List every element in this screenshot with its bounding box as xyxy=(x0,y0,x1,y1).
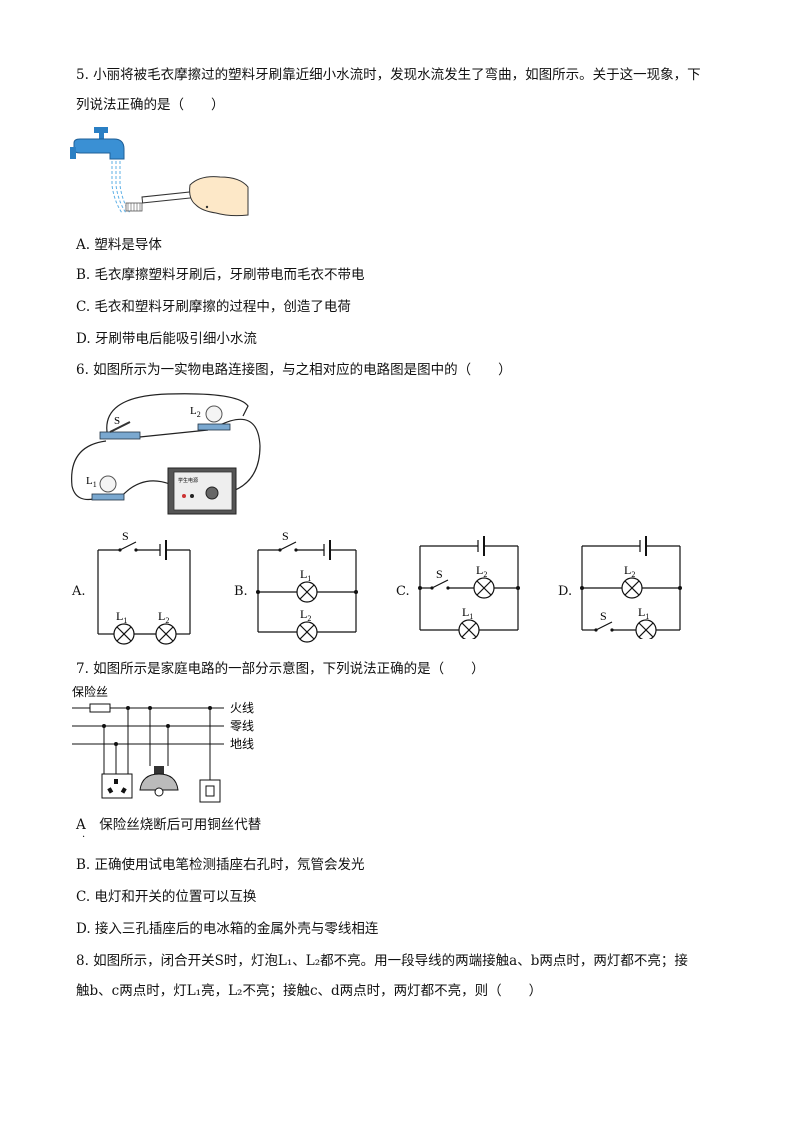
hand-icon xyxy=(189,176,249,217)
q5-option-b[interactable]: B. 毛衣摩擦塑料牙刷后，牙刷带电而毛衣不带电 xyxy=(76,267,365,283)
lamp-l2-icon xyxy=(197,405,231,431)
ground-label: 地线 xyxy=(230,737,254,751)
q5-option-d[interactable]: D. 牙刷带电后能吸引细小水流 xyxy=(76,331,257,347)
photo-label-l2: L2 xyxy=(190,405,201,419)
q5-option-a[interactable]: A. 塑料是导体 xyxy=(76,237,162,253)
q7-option-b[interactable]: B. 正确使用试电笔检测插座右孔时，氖管会发光 xyxy=(76,857,365,873)
photo-label-l1: L1 xyxy=(86,475,97,489)
q6-option-a-circuit[interactable]: S L1 L2 xyxy=(90,530,200,645)
q6-option-a-letter[interactable]: A. xyxy=(72,584,86,599)
live-label: 火线 xyxy=(230,701,254,715)
q7-stem: 7. 如图所示是家庭电路的一部分示意图，下列说法正确的是（ ） xyxy=(76,661,485,677)
svg-text:L2: L2 xyxy=(476,563,487,579)
q7-option-a[interactable]: A 保险丝烧断后可用铜丝代替 xyxy=(76,817,262,833)
photo-label-device: 学生电源 xyxy=(178,477,198,484)
faucet-icon xyxy=(70,127,125,160)
svg-text:L2: L2 xyxy=(158,609,169,625)
q6-option-b-circuit[interactable]: S L1 L2 xyxy=(250,530,365,645)
q7-option-c[interactable]: C. 电灯和开关的位置可以互换 xyxy=(76,889,257,905)
q6-physical-circuit-photo: S L2 L1 学生电源 xyxy=(71,393,261,515)
q5-figure-faucet-toothbrush xyxy=(70,127,249,217)
svg-text:S: S xyxy=(282,530,289,543)
svg-text:L1: L1 xyxy=(300,567,311,583)
svg-text:L1: L1 xyxy=(462,605,473,621)
q6-option-c-circuit[interactable]: S L2 L1 xyxy=(412,534,527,639)
power-supply-icon xyxy=(167,467,237,515)
stray-dot: · xyxy=(82,832,86,843)
q8-stem-line1: 8. 如图所示，闭合开关S时，灯泡L₁、L₂都不亮。用一段导线的两端接触a、b两… xyxy=(76,953,688,969)
q6-option-d-circuit[interactable]: S L2 L1 xyxy=(574,534,689,639)
fuse-label: 保险丝 xyxy=(72,684,108,699)
neutral-label: 零线 xyxy=(230,719,254,733)
svg-text:L1: L1 xyxy=(638,605,649,621)
q5-stem-line1: 5. 小丽将被毛衣摩擦过的塑料牙刷靠近细小水流时，发现水流发生了弯曲，如图所示。… xyxy=(76,67,701,83)
svg-text:L2: L2 xyxy=(300,607,311,623)
q6-stem: 6. 如图所示为一实物电路连接图，与之相对应的电路图是图中的（ ） xyxy=(76,362,512,378)
lamp-l1-icon xyxy=(91,475,125,501)
fuse-icon xyxy=(89,703,111,713)
switch-icon xyxy=(99,421,141,440)
switch-s-icon xyxy=(119,541,137,551)
q6-option-c-letter[interactable]: C. xyxy=(396,584,410,599)
q8-stem-line2: 触b、c两点时，灯L₁亮，L₂不亮；接触c、d两点时，两灯都不亮，则（ ） xyxy=(76,983,543,999)
q7-household-circuit-diagram: 保险丝 火线 零线 地线 xyxy=(72,684,254,803)
ceiling-lamp-icon xyxy=(139,766,179,797)
svg-text:S: S xyxy=(600,609,607,623)
svg-text:S: S xyxy=(122,530,129,543)
wall-switch-icon xyxy=(199,779,221,803)
svg-text:L2: L2 xyxy=(624,563,635,579)
q6-option-b-letter[interactable]: B. xyxy=(234,584,248,599)
q7-option-d[interactable]: D. 接入三孔插座后的电冰箱的金属外壳与零线相连 xyxy=(76,921,379,937)
q6-option-d-letter[interactable]: D. xyxy=(558,584,573,599)
q5-option-c[interactable]: C. 毛衣和塑料牙刷摩擦的过程中，创造了电荷 xyxy=(76,299,351,315)
svg-text:L1: L1 xyxy=(116,609,127,625)
svg-text:S: S xyxy=(436,567,443,581)
photo-label-s: S xyxy=(114,415,120,427)
q5-stem-line2: 列说法正确的是（ ） xyxy=(76,97,225,113)
three-pin-socket-icon xyxy=(101,773,133,799)
